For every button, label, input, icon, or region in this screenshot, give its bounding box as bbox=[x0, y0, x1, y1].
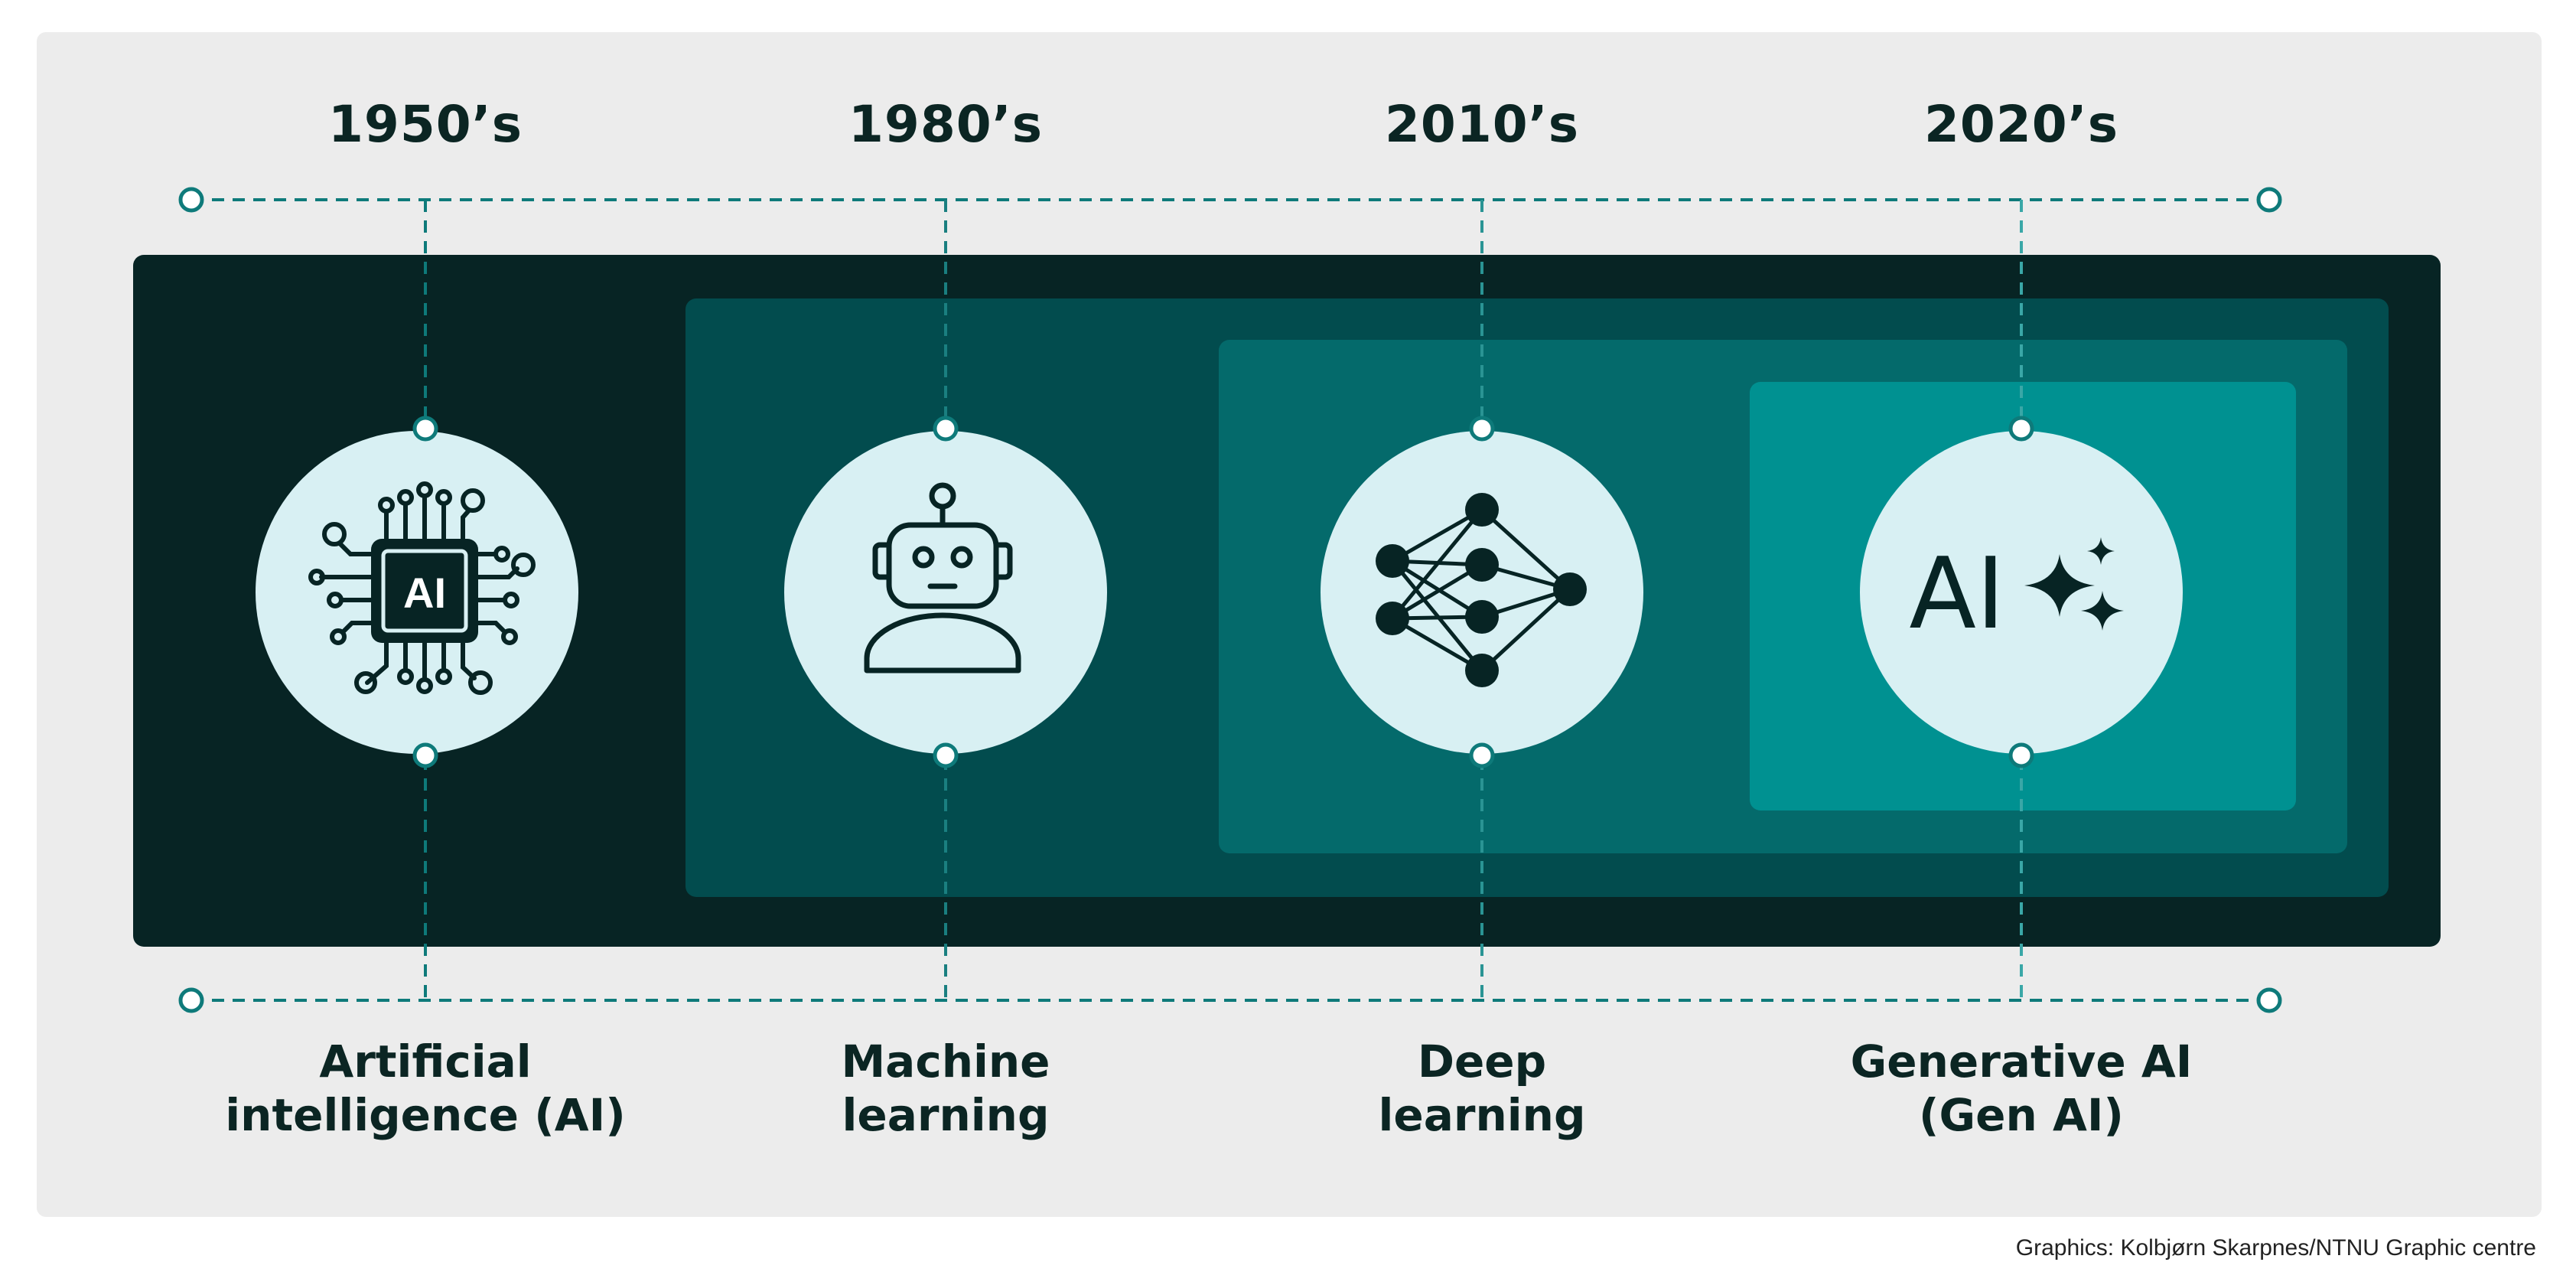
era-year-1980s: 1980’s bbox=[848, 95, 1044, 154]
chip-ai-text: AI bbox=[403, 569, 446, 617]
dl-circle bbox=[1321, 431, 1643, 754]
top-left-marker bbox=[178, 187, 204, 213]
ai-sparkle-icon bbox=[2024, 537, 2124, 631]
ai-chip-icon bbox=[308, 481, 536, 695]
label-machine-learning: Machine learning bbox=[841, 1036, 1050, 1141]
icon-circles bbox=[256, 431, 2183, 754]
top-right-marker bbox=[2256, 187, 2282, 213]
robot-icon bbox=[864, 482, 1021, 673]
label-generative-ai: Generative AI (Gen AI) bbox=[1850, 1036, 2193, 1141]
bottom-right-marker bbox=[2256, 987, 2282, 1013]
era-year-2010s: 2010’s bbox=[1384, 95, 1580, 154]
timeline-end-markers bbox=[178, 187, 2282, 1013]
era-connectors bbox=[424, 200, 2023, 1000]
era-year-2020s: 2020’s bbox=[1923, 95, 2119, 154]
circle-connector-dots bbox=[412, 416, 2034, 768]
label-artificial-intelligence: Artificial intelligence (AI) bbox=[225, 1036, 626, 1141]
bottom-left-marker bbox=[178, 987, 204, 1013]
label-deep-learning: Deep learning bbox=[1378, 1036, 1586, 1141]
gen-ai-text: AI bbox=[1909, 537, 2004, 651]
neural-network-icon bbox=[1376, 493, 1587, 687]
era-year-1950s: 1950’s bbox=[327, 95, 523, 154]
ml-circle bbox=[784, 431, 1107, 754]
graphics-credit: Graphics: Kolbjørn Skarpnes/NTNU Graphic… bbox=[2015, 1235, 2536, 1261]
gen-ai-circle bbox=[1860, 431, 2183, 754]
